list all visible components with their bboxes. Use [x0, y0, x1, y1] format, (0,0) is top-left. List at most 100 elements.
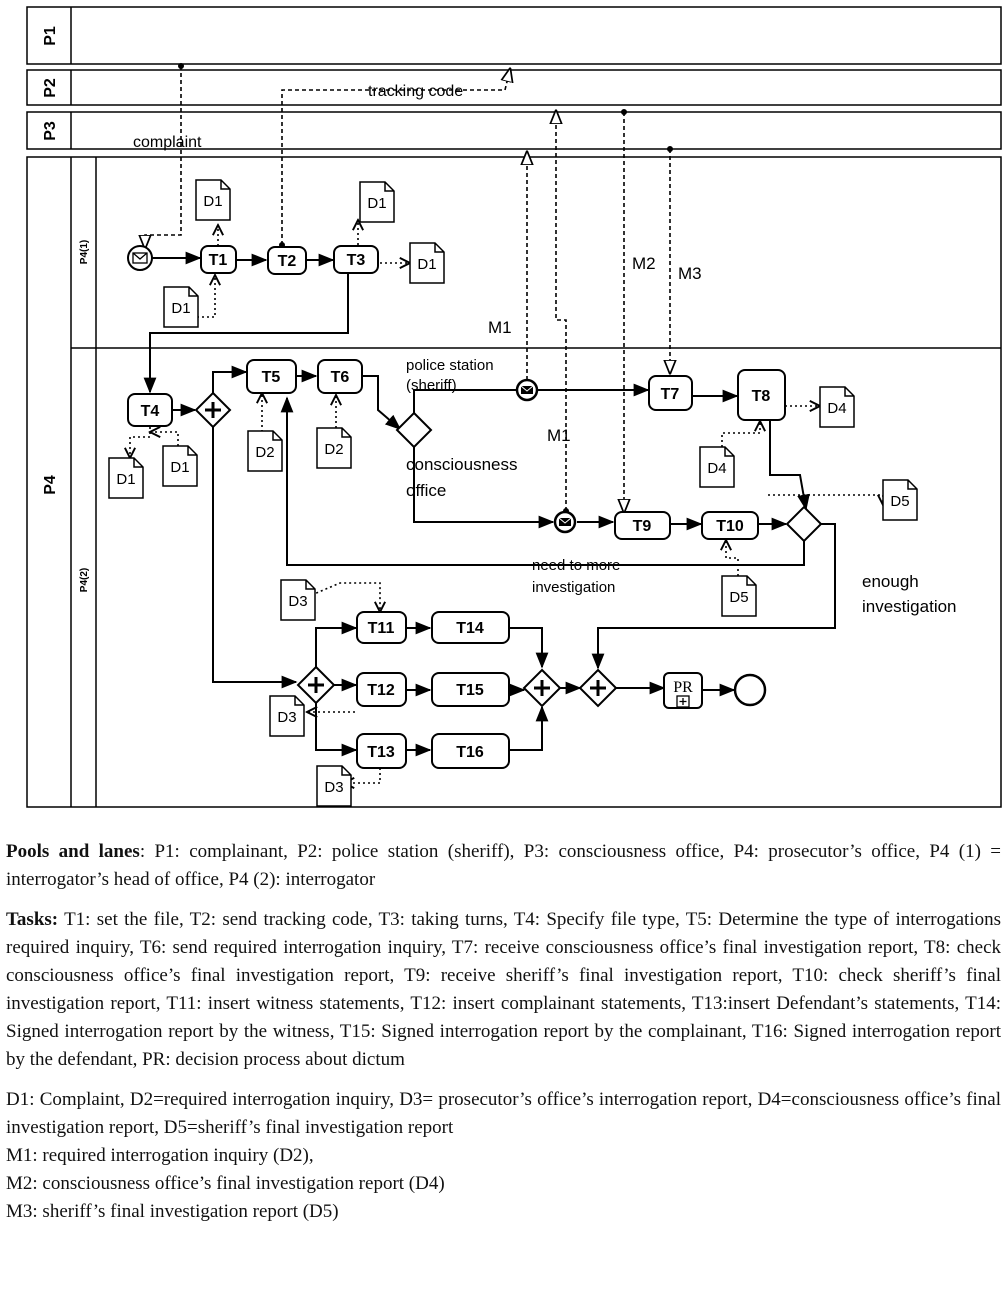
- doc-d3-t12: D3: [269, 695, 305, 737]
- task-t1: T1: [200, 245, 237, 274]
- label-enough-investigation: investigation: [862, 597, 957, 616]
- task-t4-label: T4: [141, 403, 160, 420]
- end-event: [733, 673, 767, 707]
- bpmn-diagram: P1 P2 P3 P4 P4(1) P4(2): [26, 6, 1002, 808]
- pool-p2: P2: [26, 69, 1002, 106]
- m2-line: M2: consciousness office’s final investi…: [6, 1173, 445, 1194]
- doc-d5-out: D5: [882, 479, 918, 521]
- doc-d4-t8-out: D4: [819, 386, 855, 428]
- subprocess-pr-label: PR: [673, 679, 693, 696]
- tasks-heading: Tasks:: [6, 909, 59, 930]
- label-m2: M2: [632, 254, 656, 273]
- doc-d1-output-label: D1: [417, 256, 436, 273]
- task-t16: T16: [431, 733, 510, 769]
- task-t6: T6: [317, 359, 363, 394]
- doc-d4-t8-in-label: D4: [707, 460, 726, 477]
- doc-d5-t10: D5: [721, 575, 757, 617]
- parallel-gateway-2: [296, 665, 336, 705]
- task-t10-label: T10: [716, 518, 744, 535]
- task-t2-label: T2: [278, 253, 297, 270]
- task-t10: T10: [701, 511, 759, 540]
- parallel-gateway-3: [522, 668, 562, 708]
- task-t3-label: T3: [347, 252, 366, 269]
- doc-d3-t11-label: D3: [288, 593, 307, 610]
- tasks-text: T1: set the file, T2: send tracking code…: [6, 909, 1001, 1070]
- task-t5-label: T5: [262, 369, 281, 386]
- docs-paragraph: D1: Complaint, D2=required interrogation…: [6, 1089, 1001, 1138]
- doc-d3-t12-label: D3: [277, 709, 296, 726]
- lane-label-p4-1: P4(1): [79, 240, 90, 264]
- pool-p4: P4 P4(1) P4(2): [26, 156, 1002, 808]
- message-event-police: [515, 378, 539, 402]
- doc-d1-output: D1: [409, 242, 445, 284]
- doc-d1-input: D1: [163, 286, 199, 328]
- label-complaint: complaint: [133, 134, 202, 151]
- pool-label-p3: P3: [42, 121, 59, 141]
- task-t8-label: T8: [752, 388, 771, 405]
- m3-line: M3: sheriff’s final investigation report…: [6, 1201, 339, 1222]
- doc-d2-t5-label: D2: [255, 444, 274, 461]
- task-t1-label: T1: [209, 252, 228, 269]
- doc-d4-t8-out-label: D4: [827, 400, 846, 417]
- doc-d3-t13-label: D3: [324, 779, 343, 796]
- doc-d3-t13: D3: [316, 765, 352, 807]
- pool-label-p4: P4: [42, 475, 59, 495]
- doc-d5-t10-label: D5: [729, 589, 748, 606]
- pool-label-p2: P2: [42, 78, 59, 98]
- exclusive-gateway-1: [395, 411, 433, 449]
- doc-d4-t8-in: D4: [699, 446, 735, 488]
- task-t16-label: T16: [456, 744, 484, 761]
- task-t9: T9: [614, 511, 671, 540]
- task-t2: T2: [267, 246, 307, 275]
- label-tracking-code: tracking code: [368, 83, 463, 100]
- task-t7: T7: [648, 375, 693, 411]
- task-t14: T14: [431, 611, 510, 644]
- pools-heading: Pools and lanes: [6, 841, 140, 862]
- doc-d1-t4-b-label: D1: [170, 459, 189, 476]
- label-office: office: [406, 481, 446, 500]
- pool-p1: P1: [26, 6, 1002, 65]
- doc-d2-t6-label: D2: [324, 441, 343, 458]
- label-consciousness: consciousness: [406, 455, 518, 474]
- task-t4: T4: [127, 393, 173, 427]
- doc-d1-t4-a: D1: [108, 457, 144, 499]
- lane-label-p4-2: P4(2): [79, 568, 90, 592]
- pool-label-p1: P1: [42, 26, 59, 46]
- task-t11-label: T11: [368, 620, 395, 637]
- task-t3: T3: [333, 245, 379, 274]
- doc-d1-input-label: D1: [171, 300, 190, 317]
- task-t12-label: T12: [367, 682, 395, 699]
- label-m1-lower: M1: [547, 426, 571, 445]
- label-police-station: police station: [406, 357, 494, 374]
- doc-d2-t5: D2: [247, 430, 283, 472]
- tasks-paragraph: Tasks: T1: set the file, T2: send tracki…: [6, 906, 1001, 1074]
- parallel-gateway-4: [578, 668, 618, 708]
- sequence-flows: [143, 251, 836, 757]
- task-t13-label: T13: [367, 744, 395, 761]
- doc-d1-t3-label: D1: [367, 195, 386, 212]
- task-t11: T11: [356, 611, 407, 644]
- doc-d1-t4-a-label: D1: [116, 471, 135, 488]
- label-need-more: need to more: [532, 557, 620, 574]
- task-t8: T8: [737, 369, 786, 421]
- label-m1-upper: M1: [488, 318, 512, 337]
- m1-line: M1: required interrogation inquiry (D2),: [6, 1145, 314, 1166]
- task-t13: T13: [356, 733, 407, 769]
- task-t6-label: T6: [331, 369, 350, 386]
- task-t15-label: T15: [456, 682, 484, 699]
- doc-d1-t1-label: D1: [203, 193, 222, 210]
- subprocess-pr: PR: [663, 672, 703, 709]
- task-t5: T5: [246, 359, 297, 394]
- parallel-gateway-1: [194, 391, 232, 429]
- doc-d3-t11: D3: [280, 579, 316, 621]
- label-investigation: investigation: [532, 579, 615, 596]
- pools-text: : P1: complainant, P2: police station (s…: [6, 841, 1001, 890]
- task-t9-label: T9: [633, 518, 652, 535]
- doc-d2-t6: D2: [316, 427, 352, 469]
- label-sheriff: (sheriff): [406, 377, 457, 394]
- doc-d1-t3: D1: [359, 181, 395, 223]
- task-t15: T15: [431, 672, 510, 707]
- doc-d1-t4-b: D1: [162, 445, 198, 487]
- doc-d1-t1: D1: [195, 179, 231, 221]
- legend-text: Pools and lanes: P1: complainant, P2: po…: [6, 838, 1001, 1226]
